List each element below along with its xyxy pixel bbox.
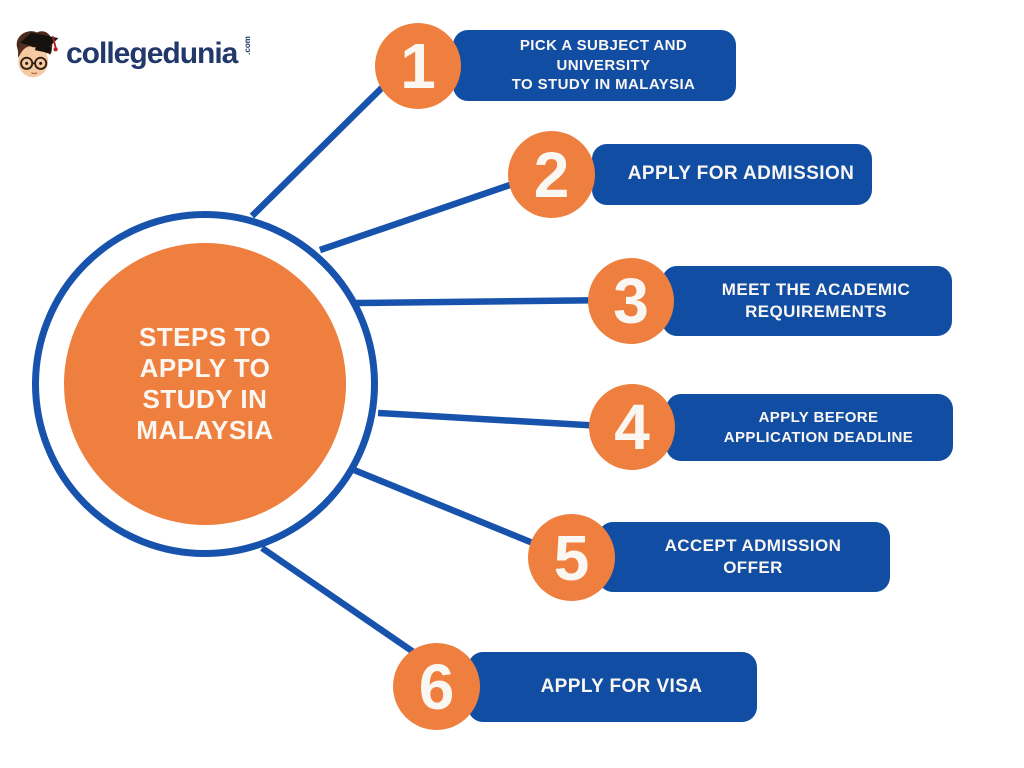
step-label-1: PICK A SUBJECT AND UNIVERSITY TO STUDY I…	[511, 37, 696, 94]
step-label-2: APPLY FOR ADMISSION	[627, 163, 855, 185]
step-pill-6: APPLY FOR VISA	[468, 652, 757, 722]
logo-tld: .com	[243, 35, 253, 55]
step-number-2: 2	[533, 138, 570, 211]
step-pill-3: MEET THE ACADEMIC REQUIREMENTS	[662, 266, 952, 336]
step-number-3: 3	[613, 265, 649, 337]
step-pill-2: APPLY FOR ADMISSION	[592, 144, 872, 205]
step-label-5: ACCEPT ADMISSION OFFER	[664, 535, 842, 577]
hub-title: STEPS TO APPLY TO STUDY IN MALAYSIA	[136, 322, 274, 445]
step-number-1: 1	[400, 30, 436, 102]
hub-circle: STEPS TO APPLY TO STUDY IN MALAYSIA	[64, 243, 346, 525]
step-label-3: MEET THE ACADEMIC REQUIREMENTS	[721, 279, 911, 321]
connector-line-4	[377, 409, 621, 431]
step-pill-4: APPLY BEFORE APPLICATION DEADLINE	[666, 394, 953, 461]
step-badge-1: 1	[375, 23, 461, 109]
step-label-6: APPLY FOR VISA	[540, 675, 703, 697]
step-badge-3: 3	[588, 258, 674, 344]
connector-line-5	[352, 466, 552, 554]
step-number-6: 6	[418, 650, 455, 723]
step-pill-5: ACCEPT ADMISSION OFFER	[598, 522, 890, 592]
connector-line-3	[355, 296, 621, 307]
student-mascot-icon	[16, 31, 59, 78]
collegedunia-logo: collegedunia .com	[8, 22, 257, 86]
step-number-5: 5	[553, 521, 590, 594]
step-badge-5: 5	[528, 514, 615, 601]
connector-line-6	[260, 545, 430, 665]
step-pill-1: PICK A SUBJECT AND UNIVERSITY TO STUDY I…	[453, 30, 736, 101]
step-label-4: APPLY BEFORE APPLICATION DEADLINE	[723, 409, 914, 446]
step-badge-6: 6	[393, 643, 480, 730]
step-badge-2: 2	[508, 131, 595, 218]
step-number-4: 4	[614, 391, 650, 463]
logo-wordmark: collegedunia	[66, 37, 238, 70]
step-badge-4: 4	[589, 384, 675, 470]
